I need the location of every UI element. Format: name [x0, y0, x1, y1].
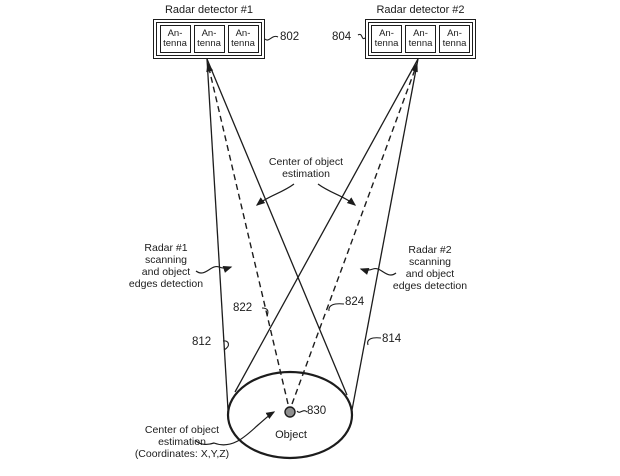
- antenna-label-line1: An-: [447, 28, 462, 39]
- center-top-line2: estimation: [282, 168, 330, 180]
- antenna-box: An- tenna: [405, 25, 436, 53]
- center-bottom-annotation: Center of object estimation (Coordinates…: [131, 424, 233, 460]
- center-top-arrow-left: [255, 183, 295, 206]
- ref-812: 812: [192, 336, 212, 348]
- antenna-label-line2: tenna: [442, 38, 467, 49]
- center-bottom-line2: estimation: [158, 436, 206, 448]
- radar2-box: An- tenna An- tenna An- tenna: [365, 19, 476, 59]
- antenna-label-line2: tenna: [163, 38, 187, 49]
- radar2-scan-annotation: Radar #2 scanning and object edges detec…: [380, 244, 480, 292]
- object-label: Object: [275, 429, 307, 441]
- ref-814: 814: [382, 333, 402, 345]
- ref-822: 822: [233, 302, 253, 314]
- center-bottom-line1: Center of object: [144, 424, 220, 436]
- radar1-scan-line3: and object: [141, 266, 191, 278]
- center-top-annotation: Center of object estimation: [256, 156, 356, 180]
- radar2-scan-line3: and object: [405, 268, 455, 280]
- antenna-box: An- tenna: [371, 25, 402, 53]
- antenna-label-line1: An-: [201, 28, 217, 39]
- center-bottom-line3: (Coordinates: X,Y,Z): [134, 448, 230, 460]
- radar1-scan-line2: scanning: [144, 254, 188, 266]
- radar2-title: Radar detector #2: [376, 4, 465, 16]
- radar1-scan-annotation: Radar #1 scanning and object edges detec…: [116, 242, 216, 290]
- center-bottom-arrow: [194, 411, 276, 446]
- antenna-label-line2: tenna: [197, 38, 221, 49]
- radar2-scan-line2: scanning: [408, 256, 452, 268]
- connector-802: [264, 35, 279, 41]
- antenna-label-line2: tenna: [231, 38, 255, 49]
- connector-812: [222, 340, 229, 351]
- radar1-scan-line4: edges detection: [128, 278, 204, 290]
- scan-line-814-left: [234, 58, 419, 393]
- antenna-box: An- tenna: [159, 25, 191, 53]
- radar2-scan-line1: Radar #2: [408, 244, 452, 256]
- connector-824: [328, 303, 345, 312]
- ref-804: 804: [332, 31, 352, 43]
- radar1-title: Radar detector #1: [164, 4, 254, 16]
- scan-line-814-right: [351, 58, 419, 411]
- antenna-box: An- tenna: [227, 25, 259, 53]
- scan-line-812-left: [206, 58, 229, 411]
- radar1-box: An- tenna An- tenna An- tenna: [153, 19, 265, 59]
- connector-830: [296, 410, 308, 413]
- connector-804: [357, 33, 366, 40]
- ref-824: 824: [345, 296, 365, 308]
- center-line-822: [206, 62, 289, 405]
- radar1-scan-arrow: [195, 266, 233, 274]
- center-top-arrow-right: [317, 183, 357, 206]
- center-line-824: [291, 62, 418, 405]
- connector-822: [261, 307, 269, 317]
- ref-830: 830: [307, 405, 327, 417]
- connector-814: [367, 337, 382, 346]
- antenna-label-line1: An-: [379, 28, 394, 39]
- antenna-label-line1: An-: [235, 28, 251, 39]
- antenna-box: An- tenna: [439, 25, 470, 53]
- antenna-label-line1: An-: [413, 28, 428, 39]
- antenna-box: An- tenna: [193, 25, 225, 53]
- antenna-label-line2: tenna: [408, 38, 433, 49]
- antenna-label-line1: An-: [167, 28, 183, 39]
- radar2-scan-arrow: [359, 268, 397, 276]
- radar1-scan-line1: Radar #1: [144, 242, 188, 254]
- antenna-label-line2: tenna: [374, 38, 399, 49]
- radar2-scan-line4: edges detection: [392, 280, 468, 292]
- center-top-line1: Center of object: [268, 156, 344, 168]
- center-dot: [284, 406, 296, 418]
- ref-802: 802: [280, 31, 300, 43]
- scan-line-812-right: [206, 58, 348, 396]
